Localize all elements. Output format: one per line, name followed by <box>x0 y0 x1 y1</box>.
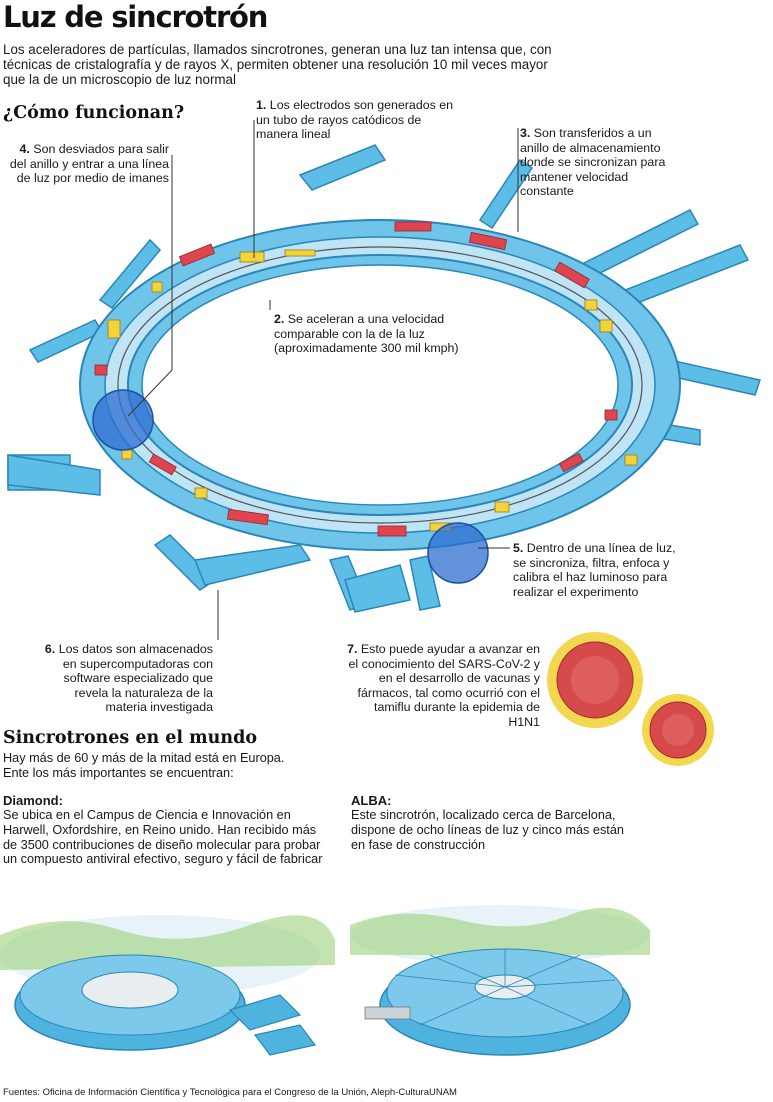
step-1: 1. Los electrodos son generados en un tu… <box>256 98 454 142</box>
parking <box>364 1006 411 1020</box>
trees <box>0 915 335 970</box>
alba-text: Este sincrotrón, localizado cerca de Bar… <box>351 808 624 852</box>
virus-large-icon <box>547 632 643 728</box>
step-2: 2. Se aceleran a una velocidad comparabl… <box>274 312 459 356</box>
leader-lines <box>127 120 519 640</box>
world-heading: Sincrotrones en el mundo <box>3 728 258 748</box>
yellow-magnets <box>107 249 638 532</box>
trees <box>350 907 650 955</box>
virus-small-icon <box>642 694 714 766</box>
step-3: 3. Son transferidos a un anillo de almac… <box>520 126 666 199</box>
synchrotron-illustration <box>7 120 761 640</box>
alba-illustration <box>350 905 650 1056</box>
step5-highlight <box>427 522 489 584</box>
diamond-name: Diamond: <box>3 793 63 808</box>
magnets <box>94 221 618 537</box>
step-5: 5. Dentro de una línea de luz, se sincro… <box>513 541 676 599</box>
step-4: 4. Son desviados para salir del anillo y… <box>9 142 169 186</box>
storage-ring-beam <box>117 246 643 524</box>
virus-illustration <box>547 632 714 766</box>
page-title: Luz de sincrotrón <box>3 0 268 34</box>
step-6: 6. Los datos son almacenados en supercom… <box>44 642 213 715</box>
how-heading: ¿Cómo funcionan? <box>3 103 185 123</box>
step-7: 7. Esto puede ayudar a avanzar en el con… <box>347 642 540 729</box>
alba-name: ALBA: <box>351 793 392 808</box>
intro-text: Los aceleradores de partículas, llamados… <box>3 42 552 87</box>
ring-center <box>141 264 619 506</box>
sources-footer: Fuentes: Oficina de Información Científi… <box>3 1087 457 1098</box>
diamond-illustration <box>0 915 335 1056</box>
diamond-text: Se ubica en el Campus de Ciencia e Innov… <box>3 808 323 867</box>
world-intro: Hay más de 60 y más de la mitad está en … <box>3 751 285 780</box>
lab-stations <box>7 454 411 613</box>
